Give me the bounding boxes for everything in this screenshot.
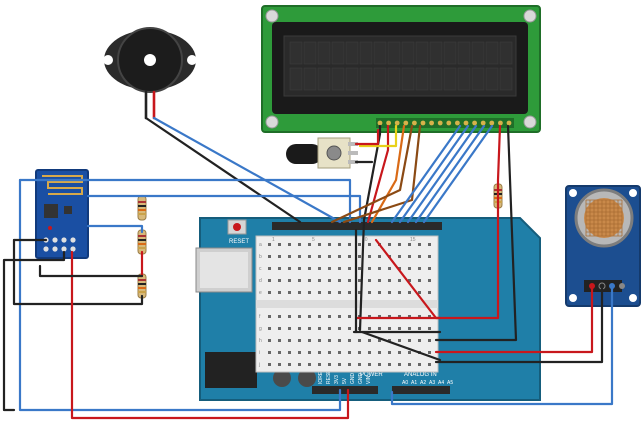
wire (144, 116, 302, 224)
wire (370, 124, 406, 224)
wires (2, 90, 614, 420)
wire (358, 124, 398, 148)
wire (434, 286, 604, 364)
wire (70, 250, 350, 420)
analog-pin-label: A4 (438, 380, 444, 386)
bb-col-5: 5 (312, 237, 315, 243)
wire (140, 194, 362, 224)
wire (12, 238, 144, 306)
bb-row-a: a (259, 242, 262, 248)
esp8266-module-icon (35, 169, 89, 259)
wire (390, 124, 462, 224)
wire (2, 250, 66, 412)
wire (390, 286, 614, 406)
bb-row-f: f (259, 314, 261, 320)
bb-row-j: j (258, 362, 260, 368)
analog-pin-label: A2 (420, 380, 426, 386)
wire (38, 264, 144, 278)
power-pin-label: GND (350, 373, 356, 385)
wire (354, 128, 380, 146)
wire (18, 178, 352, 224)
lcd-module-icon (261, 5, 541, 133)
reset-button-icon (233, 223, 241, 231)
power-label: POWER (360, 372, 383, 378)
bb-col-10: 10 (362, 237, 368, 243)
wire (406, 124, 478, 224)
wire (152, 116, 342, 224)
bb-row-i: i (259, 350, 260, 356)
wire (434, 286, 594, 354)
wire (398, 124, 470, 224)
bb-row-c: c (259, 266, 262, 272)
analog-pin-label: A5 (447, 380, 453, 386)
wire (374, 238, 438, 320)
analog-pin-label: A1 (411, 380, 417, 386)
wire (360, 330, 442, 362)
wire (434, 124, 502, 320)
wire (414, 124, 486, 224)
bb-row-e: e (259, 290, 262, 296)
potentiometer-icon (286, 137, 358, 169)
gas-sensor-icon (565, 185, 641, 307)
wire (422, 124, 494, 224)
wire (330, 124, 414, 224)
resistor-icon (137, 273, 147, 299)
resistor-icon (137, 195, 147, 221)
analog-pin-label: A0 (402, 380, 408, 386)
bb-col-1: 1 (272, 237, 275, 243)
wire (86, 224, 144, 234)
breadboard-icon: a b c d e f g h i j 1 5 10 15 (255, 235, 439, 373)
power-pin-label: GND (358, 373, 364, 385)
wire (342, 124, 422, 224)
resistor-icon (137, 229, 147, 255)
bb-row-h: h (259, 338, 262, 344)
buzzer-icon (103, 27, 197, 93)
wire (366, 124, 390, 224)
power-pin-label: RESET (326, 367, 332, 384)
analog-in-label: ANALOG IN (404, 372, 437, 378)
wire (18, 178, 342, 412)
power-pin-label: VIN (366, 375, 372, 384)
analog-pin-label: A3 (429, 380, 435, 386)
bb-row-g: g (259, 326, 262, 332)
bb-row-d: d (259, 278, 262, 284)
wire (434, 124, 518, 342)
reset-label: RESET (229, 239, 249, 245)
power-pin-label: 5V (342, 377, 348, 384)
power-pin-label: IOREF (318, 369, 324, 384)
power-pin-label: 3V3 (334, 375, 340, 384)
wire (358, 124, 382, 332)
bb-col-15: 15 (410, 237, 416, 243)
bb-row-b: b (259, 254, 262, 260)
